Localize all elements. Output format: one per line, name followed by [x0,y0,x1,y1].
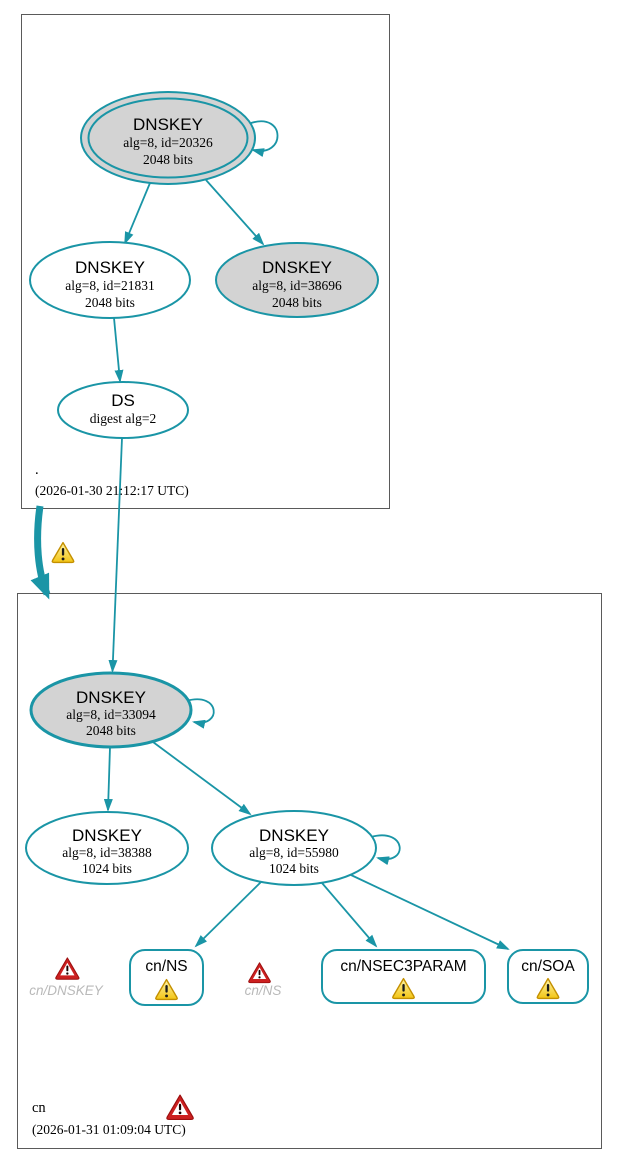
ghost-label: cn/DNSKEY [29,983,104,998]
edge-root-ksk-to-zsk38696 [205,179,265,246]
node-detail: alg=8, id=33094 [66,707,156,722]
node-detail: alg=8, id=21831 [65,278,154,293]
error-icon [55,957,80,980]
node-bits: 2048 bits [143,152,193,167]
ghost-label: cn/NS [245,983,282,998]
node-root-ksk-20326[interactable]: DNSKEY alg=8, id=20326 2048 bits [80,91,256,185]
node-detail: alg=8, id=38388 [62,845,152,860]
error-icon[interactable] [166,1094,194,1121]
node-label: DNSKEY [262,258,332,277]
node-detail: alg=8, id=55980 [249,845,339,860]
node-cn-zsk-38388[interactable]: DNSKEY alg=8, id=38388 1024 bits [25,811,189,885]
rrset-label: cn/NSEC3PARAM [340,958,466,975]
root-zone-timestamp: (2026-01-30 21:12:17 UTC) [35,483,189,498]
node-label: DNSKEY [133,115,203,134]
edge-root-ds-to-cn-ksk [108,437,123,673]
node-bits: 1024 bits [269,861,319,876]
edge-root-delegation-to-cn [30,505,51,600]
node-bits: 1024 bits [82,861,132,876]
node-root-zsk-38696[interactable]: DNSKEY alg=8, id=38696 2048 bits [215,242,379,318]
edge-root-zsk-to-ds [113,317,124,383]
rrset-label: cn/NS [145,958,187,975]
edge-cn-ksk-to-zsk38388 [103,746,113,812]
node-rrset-cn-ns[interactable]: cn/NS [129,949,204,1006]
edge-cn-zsk-to-soa [350,874,510,950]
node-error-cn-dnskey[interactable]: cn/DNSKEY [29,957,104,998]
edge-root-ksk-selfloop [250,120,279,157]
node-detail: alg=8, id=38696 [252,278,342,293]
node-rrset-cn-nsec3param[interactable]: cn/NSEC3PARAM [321,949,486,1004]
edge-cn-zsk-to-nsec3param [321,882,378,948]
root-zone-name: . [35,462,39,478]
edge-cn-zsk55980-selfloop [370,834,401,866]
node-label: DNSKEY [76,688,146,707]
node-cn-zsk-55980[interactable]: DNSKEY alg=8, id=55980 1024 bits [211,810,377,886]
warning-icon[interactable] [51,541,75,564]
node-label: DNSKEY [75,258,145,277]
node-detail: alg=8, id=20326 [123,135,213,150]
node-label: DNSKEY [72,826,142,845]
node-label: DS [111,391,135,410]
node-root-ds[interactable]: DS digest alg=2 [57,381,189,439]
node-error-cn-ns[interactable]: cn/NS [245,962,282,998]
root-zone-cluster [21,14,390,509]
node-bits: 2048 bits [272,295,322,310]
rrset-label: cn/SOA [521,958,575,975]
node-detail: digest alg=2 [90,411,156,426]
node-label: DNSKEY [259,826,329,845]
edge-cn-ksk-to-zsk55980 [152,741,252,816]
edge-cn-ksk-selfloop [185,698,215,729]
node-cn-ksk-33094[interactable]: DNSKEY alg=8, id=33094 2048 bits [29,671,193,749]
node-rrset-cn-soa[interactable]: cn/SOA [507,949,589,1004]
edge-root-ksk-to-zsk21831 [124,182,151,245]
edge-cn-zsk-to-ns [194,881,262,948]
cn-zone-name: cn [32,1100,46,1116]
node-root-zsk-21831[interactable]: DNSKEY alg=8, id=21831 2048 bits [29,241,191,319]
error-icon [248,962,271,984]
node-bits: 2048 bits [85,295,135,310]
node-bits: 2048 bits [86,723,136,738]
cn-zone-timestamp: (2026-01-31 01:09:04 UTC) [32,1122,186,1137]
cn-zone-cluster [17,593,602,1149]
